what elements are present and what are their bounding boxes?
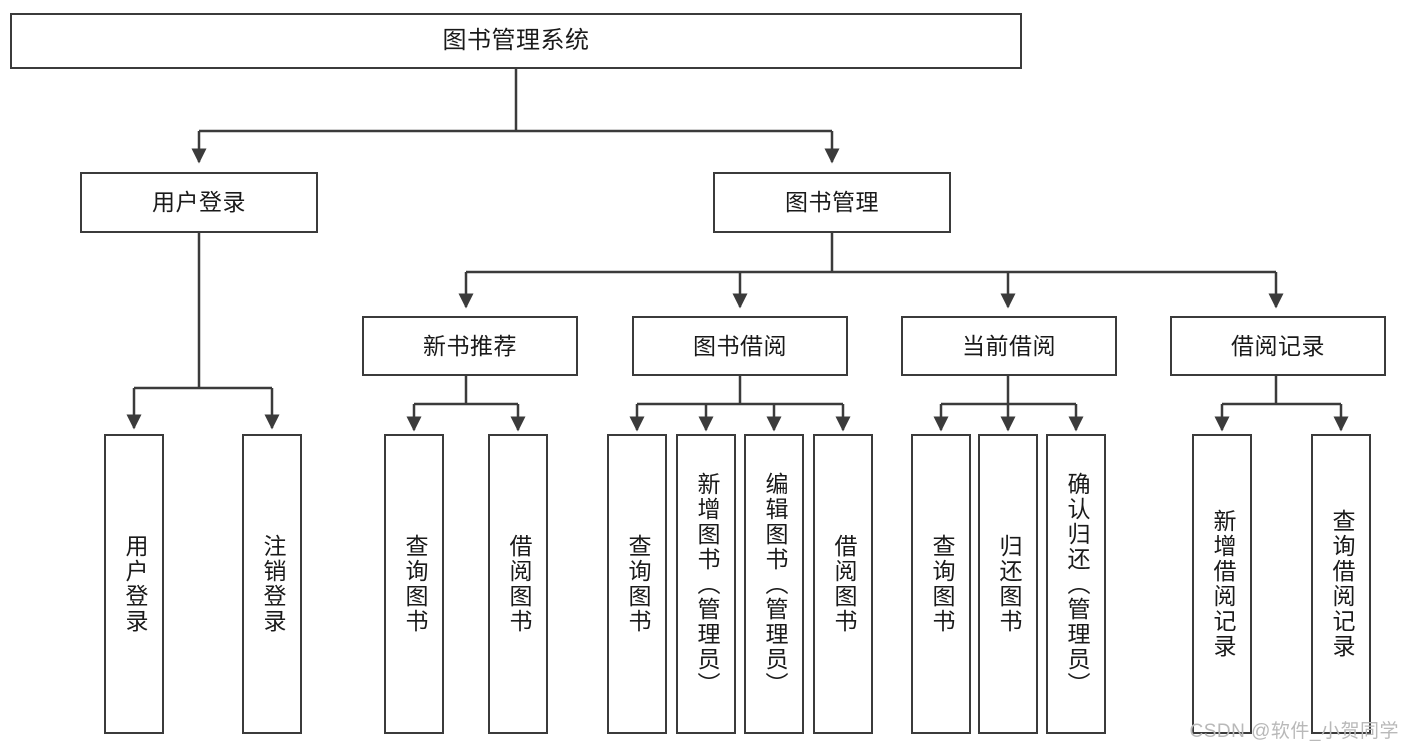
node-label: 新增图书（管理员） <box>693 471 720 697</box>
node-label: 图书借阅 <box>693 332 787 359</box>
node-label: 归还图书 <box>995 534 1022 634</box>
leaf-add-book-admin[interactable]: 新增图书（管理员） <box>676 434 736 734</box>
node-label: 当前借阅 <box>962 332 1056 359</box>
node-label: 注销登录 <box>259 534 286 634</box>
node-label: 图书管理系统 <box>442 27 590 55</box>
node-label: 图书管理 <box>785 189 879 216</box>
node-new-book-recommend[interactable]: 新书推荐 <box>362 316 578 376</box>
leaf-query-book-recommend[interactable]: 查询图书 <box>384 434 444 734</box>
node-book-borrow[interactable]: 图书借阅 <box>632 316 848 376</box>
node-label: 查询图书 <box>624 534 651 634</box>
node-label: 查询图书 <box>928 534 955 634</box>
node-label: 查询图书 <box>401 534 428 634</box>
leaf-logout-login[interactable]: 注销登录 <box>242 434 302 734</box>
node-label: 查询借阅记录 <box>1328 509 1355 659</box>
node-label: 借阅图书 <box>505 534 532 634</box>
leaf-borrow-book[interactable]: 借阅图书 <box>813 434 873 734</box>
leaf-borrow-book-recommend[interactable]: 借阅图书 <box>488 434 548 734</box>
leaf-query-book-current[interactable]: 查询图书 <box>911 434 971 734</box>
node-label: 确认归还（管理员） <box>1063 471 1090 697</box>
node-user-login[interactable]: 用户登录 <box>80 172 318 233</box>
node-borrow-record[interactable]: 借阅记录 <box>1170 316 1386 376</box>
node-label: 用户登录 <box>152 189 246 216</box>
node-label: 借阅记录 <box>1231 332 1325 359</box>
leaf-query-borrow-record[interactable]: 查询借阅记录 <box>1311 434 1371 734</box>
leaf-user-login[interactable]: 用户登录 <box>104 434 164 734</box>
node-label: 编辑图书（管理员） <box>761 471 788 697</box>
node-current-borrow[interactable]: 当前借阅 <box>901 316 1117 376</box>
leaf-return-book[interactable]: 归还图书 <box>978 434 1038 734</box>
node-label: 借阅图书 <box>830 534 857 634</box>
leaf-query-book-borrow[interactable]: 查询图书 <box>607 434 667 734</box>
leaf-confirm-return-admin[interactable]: 确认归还（管理员） <box>1046 434 1106 734</box>
node-label: 新书推荐 <box>423 332 517 359</box>
leaf-add-borrow-record[interactable]: 新增借阅记录 <box>1192 434 1252 734</box>
node-label: 用户登录 <box>121 534 148 634</box>
node-book-management-system[interactable]: 图书管理系统 <box>10 13 1022 69</box>
leaf-edit-book-admin[interactable]: 编辑图书（管理员） <box>744 434 804 734</box>
node-book-management[interactable]: 图书管理 <box>713 172 951 233</box>
node-label: 新增借阅记录 <box>1209 509 1236 659</box>
csdn-watermark: CSDN @软件_小贺同学 <box>1189 721 1399 742</box>
